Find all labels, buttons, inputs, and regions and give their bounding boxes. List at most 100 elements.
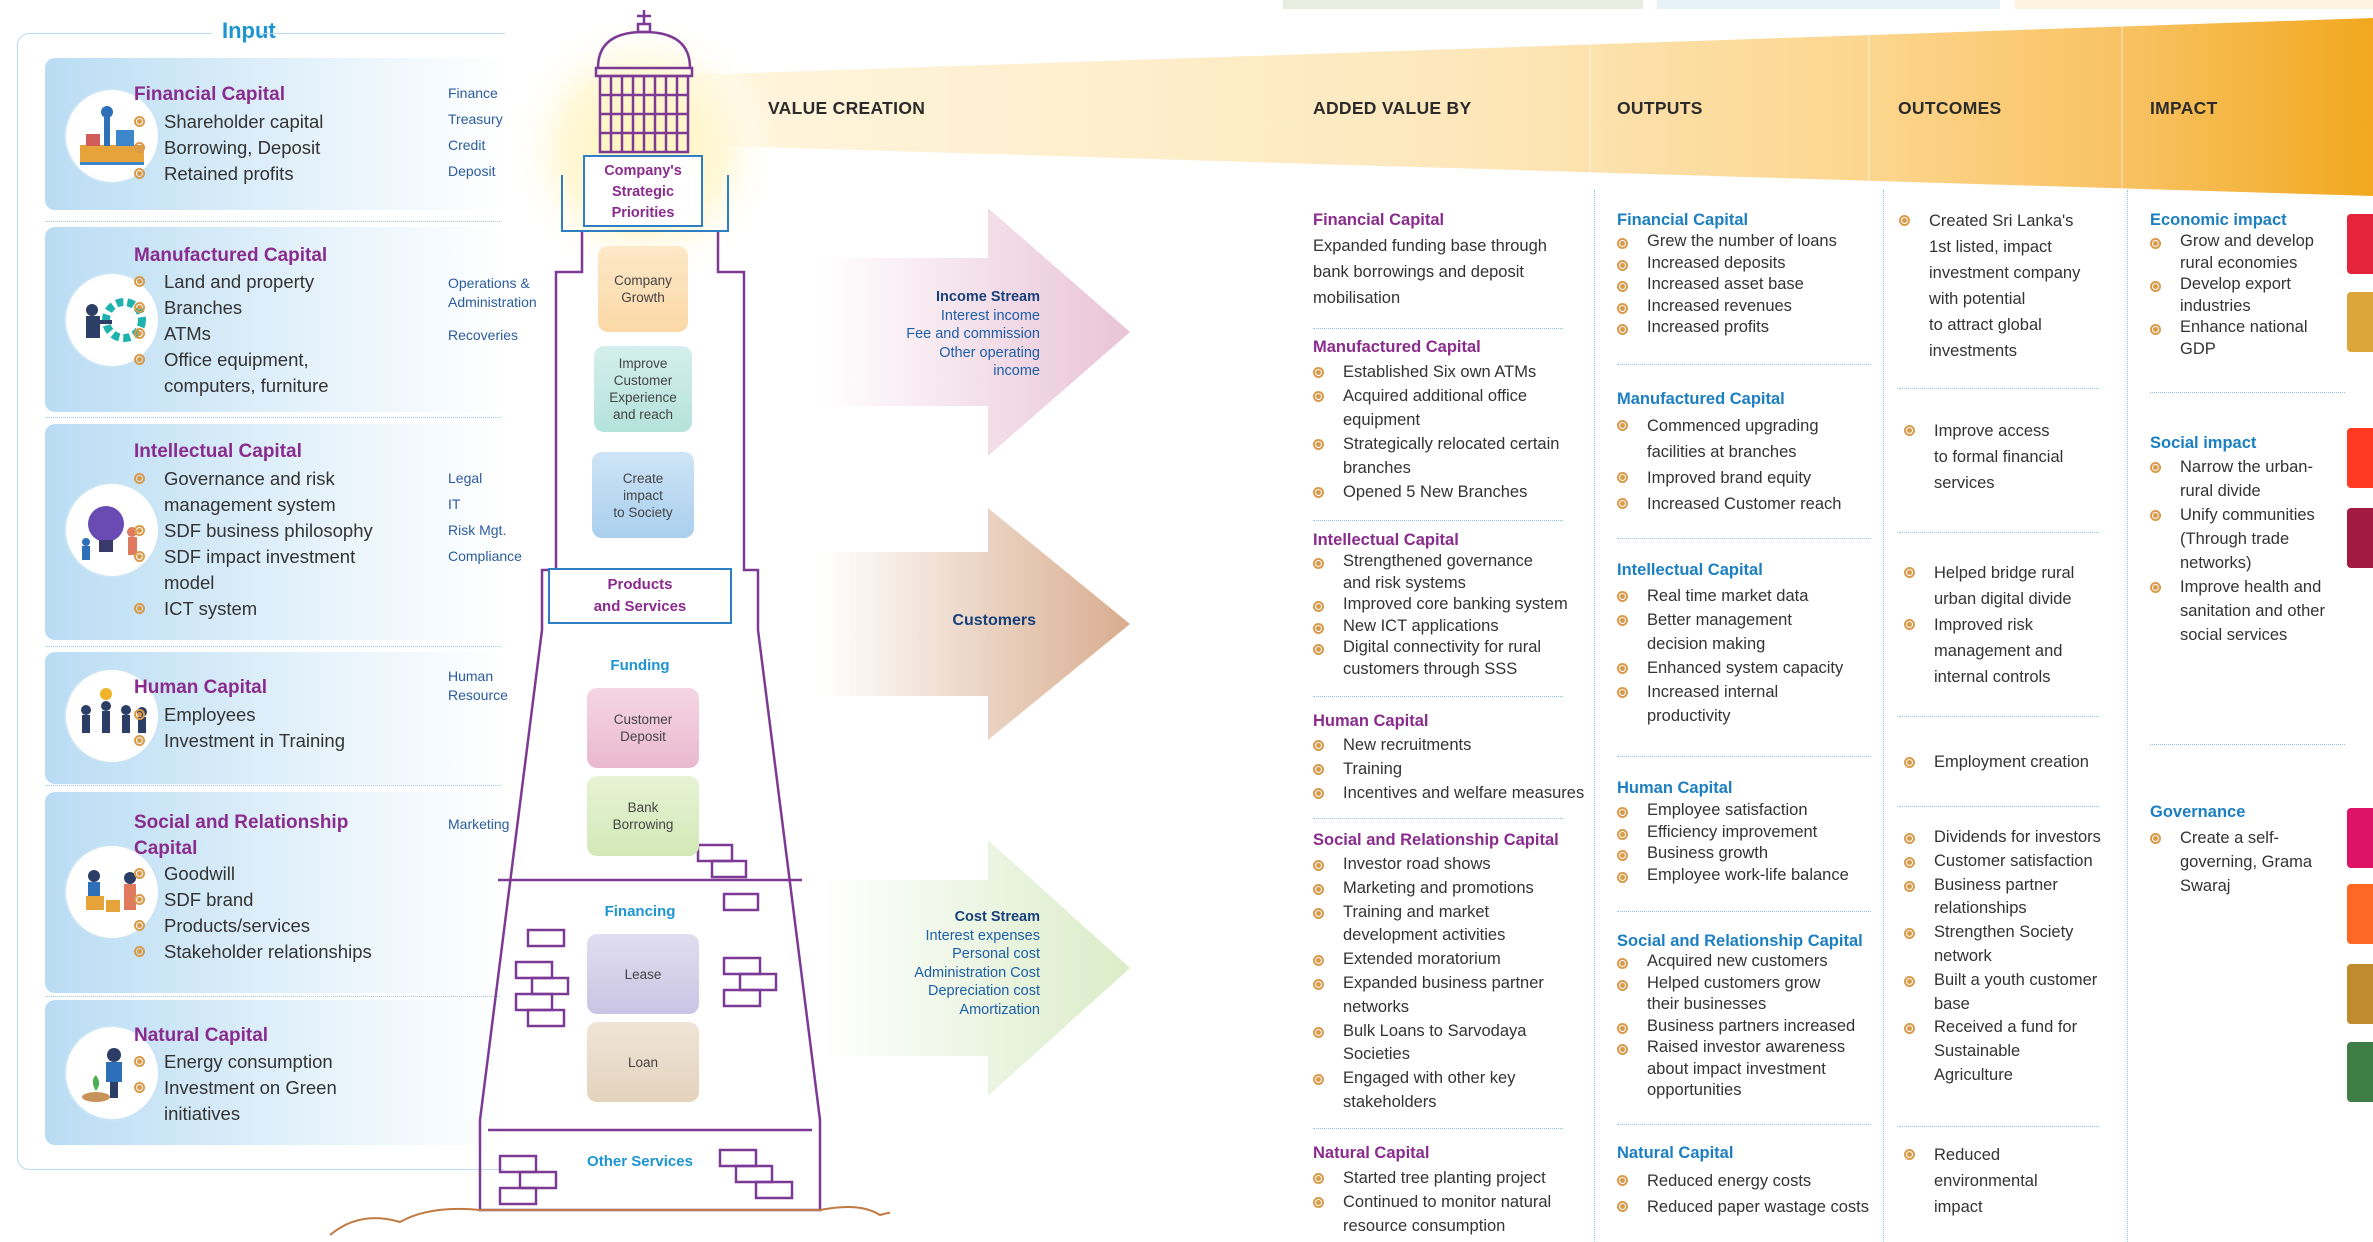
text-line: mobilisation [1313,289,1401,307]
manufactured-capital-title: Manufactured Capital [134,245,328,266]
list-item-continued: urban digital divide [1904,586,2074,612]
list-item: Products/services [134,913,372,939]
list-item: SDF impact investment [134,544,373,570]
list-item: Reduced energy costs [1617,1168,1869,1194]
block-line: Growth [621,290,665,305]
impact-economic-list: Grow and develop rural economies Develop… [2150,231,2314,360]
stream-item: Amortization [959,1001,1040,1018]
list-item-text: equipment [1343,411,1421,429]
sdg-5-icon [2347,428,2373,488]
list-item-continued: industries [2150,296,2314,318]
list-item-text: Societies [1343,1045,1410,1064]
list-item-text: Agriculture [1934,1065,2013,1084]
list-item: Goodwill [134,861,372,887]
out-intellectual-list: Real time market data Better management … [1617,584,1843,728]
input-title: Input [212,18,286,44]
out-human-title: Human Capital [1617,779,1733,797]
list-item-text: investments [1929,342,2018,360]
list-item-continued: investments [1899,338,2080,364]
list-item: Energy consumption [134,1049,337,1075]
out-manufactured-title: Manufactured Capital [1617,390,1785,408]
impact-social-list: Narrow the urban- rural divide Unify com… [2150,455,2325,647]
list-item: Investor road shows [1313,853,1544,877]
separator [45,785,500,786]
social-depts: Marketing [448,811,509,837]
stream-item: Interest income [940,307,1040,324]
priorities-line: Company's [604,163,682,179]
list-item-continued: computers, furniture [134,373,329,399]
sdg-2-icon [2347,292,2373,352]
outcomes-group-4: Employment creation [1904,750,2089,774]
list-item: Helped bridge rural [1904,560,2074,586]
list-item: Started tree planting project [1313,1166,1551,1190]
manufactured-capital-items: Land and property Branches ATMs Office e… [134,269,329,399]
list-item: Acquired additional office [1313,384,1559,408]
text-line: Expanded funding base through [1313,237,1547,255]
list-item-continued: development activities [1313,924,1544,948]
av-intellectual-list: Strengthened governance and risk systems… [1313,551,1568,680]
list-item: ICT system [134,596,373,622]
outcomes-group-3: Helped bridge rural urban digital divide… [1904,560,2074,690]
list-item-continued: social services [2150,623,2325,647]
block-line: Create [622,470,664,486]
customer-experience-block: Improve Customer Experience and reach [594,346,692,432]
block-line: Improve [618,356,668,371]
separator [1313,520,1563,521]
list-item: Raised investor awareness [1617,1037,1855,1059]
impact-society-block: Create impact to Society [592,452,694,538]
list-item: Employee satisfaction [1617,800,1849,822]
list-item: Created Sri Lanka's [1899,208,2080,234]
av-financial-title: Financial Capital [1313,211,1445,229]
av-natural-list: Started tree planting project Continued … [1313,1166,1551,1238]
list-item-text: (Through trade [2180,530,2290,548]
dept-label: Deposit [448,163,496,179]
list-item: Improve health and [2150,575,2325,599]
list-item-continued: environmental [1904,1168,2038,1194]
list-item: Training [1313,757,1584,781]
list-item: Bulk Loans to Sarvodaya [1313,1020,1544,1044]
list-item-text: with potential [1929,290,2026,308]
list-item-continued: equipment [1313,408,1559,432]
list-item: Dividends for investors [1904,826,2101,850]
list-item-continued: (Through trade [2150,527,2325,551]
social-capital-title: Social and Relationship Capital [134,810,348,862]
dept-label: Finance [448,85,498,101]
list-item: Training and market [1313,901,1544,925]
list-item-continued: with potential [1899,286,2080,312]
priorities-line: Priorities [611,205,675,221]
list-item-text: facilities at branches [1647,443,1797,461]
out-social-title: Social and Relationship Capital [1617,932,1863,950]
list-item: Received a fund for [1904,1016,2101,1040]
list-item-text: customers through SSS [1343,659,1518,678]
outcomes-group-6: Reduced environmental impact [1904,1142,2038,1220]
funding-label: Funding [610,657,670,674]
header-outcomes: OUTCOMES [1898,98,2002,118]
list-item-continued: internal controls [1904,664,2074,690]
av-social-title: Social and Relationship Capital [1313,831,1559,849]
intellectual-capital-title: Intellectual Capital [134,441,302,462]
list-item: Governance and risk [134,466,373,492]
separator [1617,911,1871,912]
list-item-continued: facilities at branches [1617,439,1841,465]
stream-item: Fee and commission [906,326,1040,342]
top-bar-1 [1283,0,1643,9]
list-item-text: productivity [1647,707,1731,725]
list-item-text: base [1934,994,1970,1013]
list-item-continued: their businesses [1617,994,1855,1016]
dept-label: Administration [448,294,537,310]
list-item: Increased revenues [1617,296,1837,318]
sdg-13-icon [2347,1042,2373,1102]
lighthouse [329,10,890,1236]
out-intellectual-title: Intellectual Capital [1617,561,1763,579]
text-line: bank borrowings and deposit [1313,263,1524,281]
list-item-text: investment company [1929,264,2081,282]
column-divider [1594,190,1595,1242]
list-item: Investment on Green [134,1075,337,1101]
av-intellectual-title: Intellectual Capital [1313,531,1459,549]
natural-capital-items: Energy consumption Investment on Green i… [134,1049,337,1127]
separator [1899,806,2099,807]
out-financial-title: Financial Capital [1617,211,1749,229]
list-item: Land and property [134,269,329,295]
list-item: Expanded business partner [1313,972,1544,996]
stream-item: Administration Cost [914,964,1040,981]
